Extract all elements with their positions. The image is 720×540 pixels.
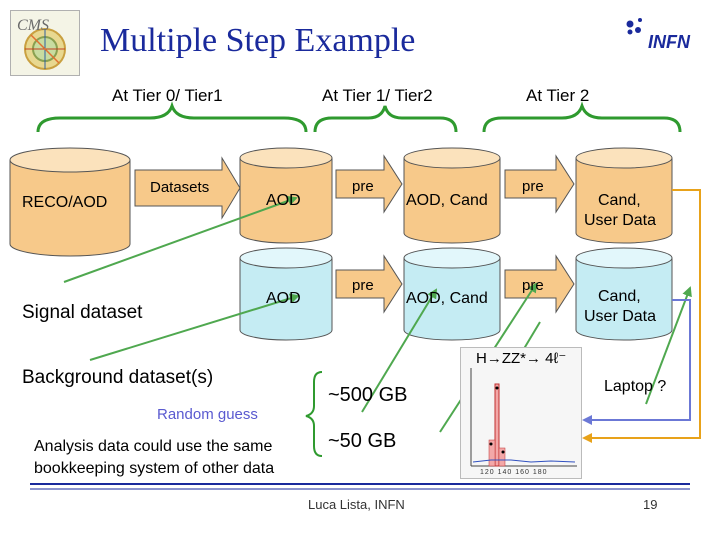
background-dataset-label: Background dataset(s) (22, 367, 214, 388)
pre1-top-label: pre (352, 178, 374, 195)
size-50-label: ~50 GB (328, 430, 397, 452)
cms-logo-text: CMS (17, 17, 49, 34)
plot-title: H→ZZ*→ 4ℓ⁻ (476, 350, 567, 367)
page-number: 19 (643, 497, 658, 512)
brace-tier0 (36, 101, 308, 133)
aod-top-label: AOD (266, 192, 301, 209)
size-brace (305, 371, 323, 457)
signal-dataset-label: Signal dataset (22, 302, 143, 323)
plot-axis-ticks: 120 140 160 180 (480, 469, 548, 476)
brace-tier1 (313, 105, 458, 133)
reco-cylinder (9, 147, 131, 257)
slide-title: Multiple Step Example (100, 22, 416, 59)
laptop-arrow-2 (645, 286, 692, 405)
cms-logo: CMS (10, 10, 80, 76)
tier2-label: At Tier 2 (526, 86, 590, 105)
aodcand-top-label: AOD, Cand (406, 192, 488, 209)
cand-top-cylinder (575, 147, 673, 244)
brace-tier2 (482, 101, 682, 133)
cand-bottom-label-1: Cand, (598, 288, 641, 305)
cand-top-label-1: Cand, (598, 192, 641, 209)
aod-bottom-label: AOD (266, 290, 301, 307)
aodcand-bottom-cylinder (403, 247, 501, 341)
size-500-label: ~500 GB (328, 384, 408, 406)
aod-top-cylinder (239, 147, 333, 244)
infn-logo-text: INFN (648, 32, 690, 52)
signal-arrow (63, 196, 298, 283)
cand-bottom-cylinder (575, 247, 673, 341)
infn-logo-graphic (626, 18, 642, 35)
plot-graphic (470, 368, 577, 467)
cand-top-label-2: User Data (584, 212, 657, 229)
physics-plot (460, 347, 582, 479)
blue-loop (582, 299, 691, 425)
datasets-label: Datasets (150, 179, 210, 196)
tier1-label: At Tier 1/ Tier2 (322, 86, 433, 105)
pre1-top-arrow (335, 154, 403, 214)
cms-logo-graphic (24, 28, 66, 70)
random-guess-label: Random guess (157, 406, 258, 423)
pre1-bottom-arrow (335, 254, 403, 314)
orange-loop (582, 189, 701, 443)
pre2-top-arrow (504, 154, 575, 214)
aodcand-top-cylinder (403, 147, 501, 244)
plot-arrow-1 (361, 288, 438, 413)
pre1-bottom-label: pre (352, 277, 374, 294)
laptop-label: Laptop ? (604, 378, 667, 395)
background-arrow (89, 293, 300, 361)
cand-bottom-label-2: User Data (584, 308, 657, 325)
analysis-note-line2: bookkeeping system of other data (34, 460, 275, 477)
pre2-bottom-arrow (504, 254, 575, 314)
pre2-bottom-label: pre (522, 277, 544, 294)
datasets-arrow (134, 156, 241, 220)
reco-label: RECO/AOD (22, 194, 108, 211)
analysis-note-line1: Analysis data could use the same (34, 438, 273, 455)
aodcand-bottom-label: AOD, Cand (406, 290, 488, 307)
pre2-top-label: pre (522, 178, 544, 195)
footer-author: Luca Lista, INFN (308, 497, 405, 512)
tier0-label: At Tier 0/ Tier1 (112, 86, 223, 105)
